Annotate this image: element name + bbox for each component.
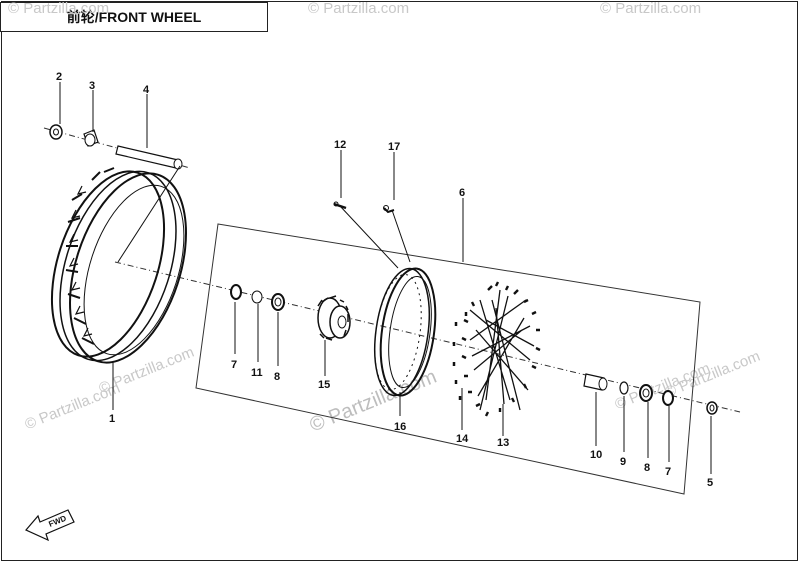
watermark-1: © Partzilla.com bbox=[8, 0, 110, 17]
spoke-nipples bbox=[452, 312, 468, 400]
callout-5: 5 bbox=[707, 477, 713, 489]
watermark-2: © Partzilla.com bbox=[308, 0, 410, 17]
callout-7-right: 7 bbox=[665, 466, 671, 478]
callout-15: 15 bbox=[318, 379, 330, 391]
tire bbox=[50, 167, 187, 364]
callout-9: 9 bbox=[620, 456, 626, 468]
bearing-left bbox=[271, 293, 285, 311]
axis-line bbox=[43, 127, 741, 413]
ring bbox=[619, 381, 629, 395]
fwd-arrow-icon: FWD bbox=[25, 509, 75, 542]
axle bbox=[115, 145, 183, 170]
callout-12: 12 bbox=[334, 139, 346, 151]
valve-stem bbox=[333, 201, 347, 210]
assembly-box bbox=[195, 223, 701, 495]
callout-8-right: 8 bbox=[644, 462, 650, 474]
callout-4: 4 bbox=[143, 84, 150, 96]
bearing-right bbox=[639, 384, 653, 402]
callout-8-left: 8 bbox=[274, 371, 280, 383]
callout-3: 3 bbox=[89, 80, 95, 92]
callout-10: 10 bbox=[590, 449, 602, 461]
oil-seal-right bbox=[662, 390, 674, 406]
callout-7-left: 7 bbox=[231, 359, 237, 371]
callout-1: 1 bbox=[109, 413, 115, 425]
callout-6: 6 bbox=[459, 187, 465, 199]
oil-seal-left bbox=[230, 284, 242, 300]
callout-17: 17 bbox=[388, 141, 400, 153]
collar bbox=[83, 129, 99, 147]
collar-nut-right bbox=[706, 401, 718, 415]
wheel-hub bbox=[317, 295, 351, 341]
diagram-title: 前轮/FRONT WHEEL bbox=[0, 2, 268, 32]
callout-14: 14 bbox=[456, 433, 469, 445]
collar-right bbox=[583, 373, 608, 391]
wheel-rim bbox=[374, 267, 437, 397]
watermark-3: © Partzilla.com bbox=[600, 0, 702, 17]
spacer bbox=[251, 290, 263, 304]
callout-13: 13 bbox=[497, 437, 509, 449]
axle-nut bbox=[49, 124, 63, 140]
spokes bbox=[461, 281, 541, 417]
callout-2: 2 bbox=[56, 71, 62, 83]
callout-11: 11 bbox=[251, 367, 263, 379]
leader-lines bbox=[59, 82, 712, 474]
callout-16: 16 bbox=[394, 421, 406, 433]
